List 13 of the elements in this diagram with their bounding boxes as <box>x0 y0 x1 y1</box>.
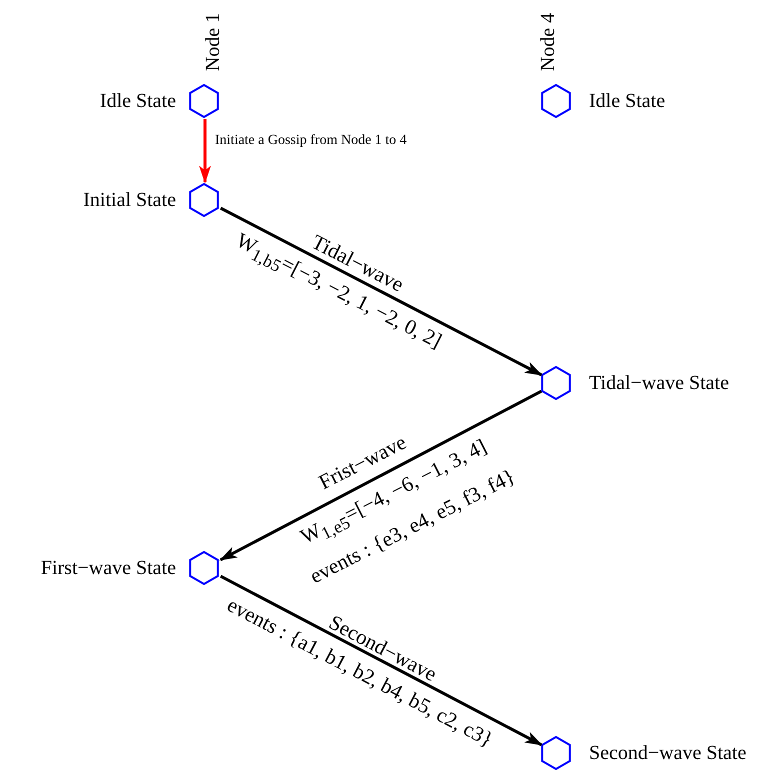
column-heading: Node 1 <box>202 12 224 72</box>
state-label: Idle State <box>589 90 666 112</box>
state-label: Tidal−wave State <box>589 372 729 394</box>
edge-label: Initiate a Gossip from Node 1 to 4 <box>215 132 407 150</box>
arrow <box>220 574 542 746</box>
arrow <box>220 390 542 562</box>
state-label: Second−wave State <box>589 742 746 764</box>
state-label: First−wave State <box>40 557 176 579</box>
arrow <box>200 119 210 182</box>
arrow <box>220 206 542 376</box>
state-label: Initial State <box>83 189 176 211</box>
state-label: Idle State <box>100 90 176 112</box>
column-heading: Node 4 <box>537 12 560 72</box>
